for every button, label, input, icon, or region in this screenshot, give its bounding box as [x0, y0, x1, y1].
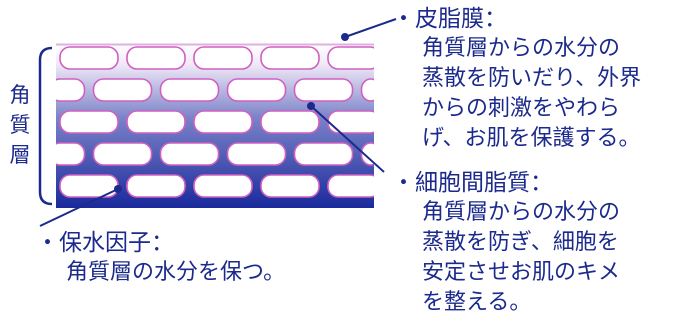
- desc-line: からの刺激をやわら: [422, 96, 621, 121]
- callout-intercellular-lipid: ・細胞間脂質： 角質層からの水分の 蒸散を防ぎ、細胞を 安定させお肌のキメ を整…: [392, 168, 620, 318]
- corneocyte-cell: [59, 110, 119, 134]
- callout-moisturizing-factor: ・保水因子： 角質層の水分を保つ。: [36, 228, 285, 288]
- callout-title: ・細胞間脂質：: [392, 170, 553, 196]
- corneocyte-cell: [327, 46, 374, 70]
- callout-title: ・皮脂膜：: [392, 6, 507, 32]
- desc-line: げ、お肌を保護する。: [422, 126, 641, 151]
- corneocyte-cell: [126, 174, 186, 198]
- desc-line: 蒸散を防いだり、外界: [422, 66, 642, 91]
- corneocyte-cell: [260, 110, 320, 134]
- desc-line: 安定させお肌のキメ: [422, 260, 621, 285]
- corneocyte-cell: [159, 78, 220, 102]
- callout-sebum-film: ・皮脂膜： 角質層からの水分の 蒸散を防いだり、外界 からの刺激をやわら げ、お…: [392, 4, 641, 154]
- layer-bracket: [38, 46, 53, 206]
- corneocyte-cell: [126, 46, 186, 70]
- corneocyte-cell: [327, 174, 374, 198]
- desc-line: 蒸散を防ぎ、細胞を: [422, 230, 619, 255]
- corneocyte-cell: [260, 46, 320, 70]
- callout-description: 角質層からの水分の 蒸散を防いだり、外界 からの刺激をやわら げ、お肌を保護する…: [392, 34, 641, 154]
- stratum-corneum-label: 角 質 層: [8, 80, 32, 170]
- corneocyte-cell: [226, 78, 287, 102]
- corneocyte-cell: [293, 142, 354, 166]
- corneocyte-cell: [159, 142, 220, 166]
- corneocyte-cells: [56, 46, 374, 198]
- callout-description: 角質層の水分を保つ。: [36, 258, 285, 288]
- side-label-char: 角: [9, 83, 31, 107]
- corneocyte-cell: [293, 78, 354, 102]
- corneocyte-cell: [260, 174, 320, 198]
- corneocyte-cell: [226, 142, 287, 166]
- desc-line: 角質層からの水分の: [422, 200, 621, 225]
- corneocyte-cell: [92, 142, 153, 166]
- side-label-char: 質: [9, 113, 31, 137]
- callout-description: 角質層からの水分の 蒸散を防ぎ、細胞を 安定させお肌のキメ を整える。: [392, 198, 620, 318]
- desc-line: 角質層からの水分の: [422, 36, 621, 61]
- corneocyte-cell: [56, 78, 86, 102]
- leader-nmf: [39, 185, 122, 227]
- corneocyte-cell: [126, 110, 186, 134]
- desc-line: 角質層の水分を保つ。: [66, 260, 286, 285]
- corneocyte-cell: [193, 174, 253, 198]
- corneocyte-cell: [56, 142, 86, 166]
- corneocyte-cell: [92, 78, 153, 102]
- corneocyte-cell: [59, 46, 119, 70]
- corneocyte-cell: [360, 78, 374, 102]
- leader-lipid: [307, 102, 385, 173]
- desc-line: を整える。: [422, 290, 532, 315]
- callout-title: ・保水因子：: [36, 230, 174, 256]
- side-label-char: 層: [9, 143, 31, 167]
- corneocyte-cell: [193, 110, 253, 134]
- leader-sebum: [341, 18, 397, 41]
- corneocyte-cell: [193, 46, 253, 70]
